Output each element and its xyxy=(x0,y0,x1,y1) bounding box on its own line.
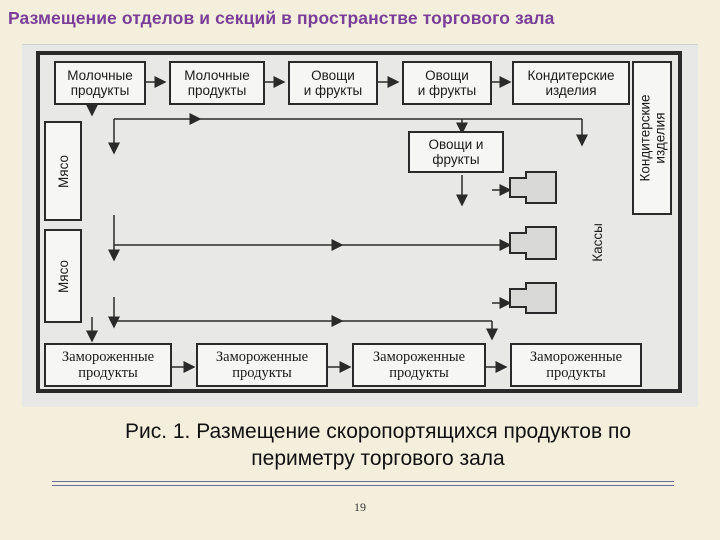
dept-confectionery-top: Кондитерские изделия xyxy=(512,61,630,105)
dept-dairy-2: Молочные продукты xyxy=(169,61,265,105)
dept-frozen-1: Замороженные продукты xyxy=(44,343,172,387)
dept-vegetables-1: Овощи и фрукты xyxy=(288,61,378,105)
checkout-counter xyxy=(509,171,557,204)
checkout-counter xyxy=(509,282,557,314)
dept-meat-1: Мясо xyxy=(44,121,82,221)
checkout-label: Кассы xyxy=(589,223,605,262)
dept-vegetables-center: Овощи и фрукты xyxy=(408,131,504,173)
dept-frozen-3: Замороженные продукты xyxy=(352,343,486,387)
store-layout-figure: Молочные продукты Молочные продукты Овощ… xyxy=(22,44,698,407)
slide-title: Размещение отделов и секций в пространст… xyxy=(8,8,555,28)
caption-line-1: Рис. 1. Размещение скоропортящихся проду… xyxy=(124,420,632,443)
page-number: 19 xyxy=(354,500,366,514)
divider-rule xyxy=(52,481,674,486)
dept-dairy-1: Молочные продукты xyxy=(54,61,146,105)
dept-meat-2: Мясо xyxy=(44,229,82,323)
dept-frozen-4: Замороженные продукты xyxy=(510,343,642,387)
dept-confectionery-right: Кондитерские изделия xyxy=(632,61,672,215)
dept-frozen-2: Замороженные продукты xyxy=(196,343,328,387)
figure-caption: Рис. 1. Размещение скоропортящихся проду… xyxy=(36,418,720,472)
caption-line-2: периметру торгового зала xyxy=(251,447,505,470)
checkout-counter xyxy=(509,226,557,260)
sales-floor-outline xyxy=(36,51,682,393)
customer-flow-diagram xyxy=(86,76,588,373)
dept-vegetables-2: Овощи и фрукты xyxy=(402,61,492,105)
